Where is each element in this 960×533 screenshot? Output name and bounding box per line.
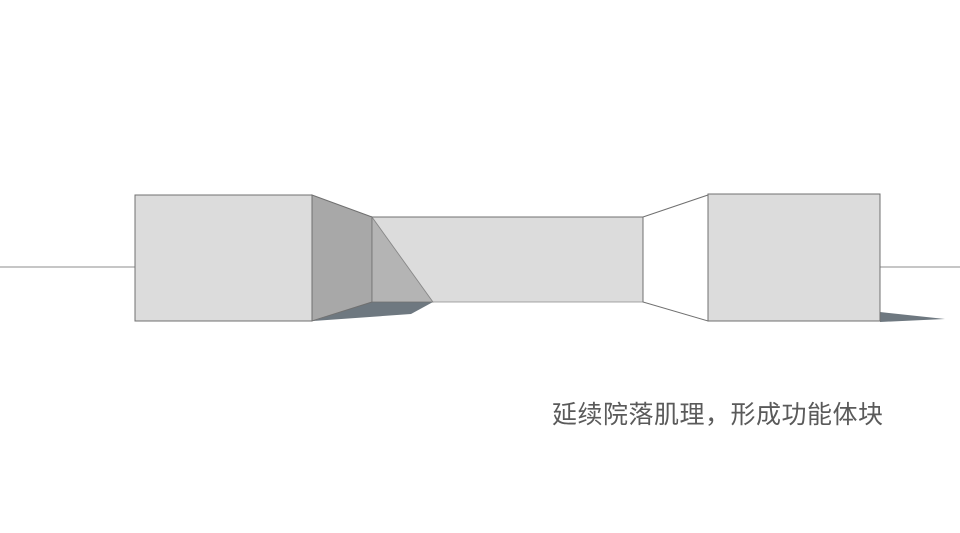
shadow-right (880, 312, 945, 322)
right-block-front (707, 193, 881, 322)
shadow-center-left (313, 302, 433, 321)
left-block-front (134, 194, 313, 322)
caption-text: 延续院落肌理，形成功能体块 (552, 400, 884, 429)
left-connector-side-dark (311, 194, 373, 322)
right-connector-side (642, 194, 709, 322)
